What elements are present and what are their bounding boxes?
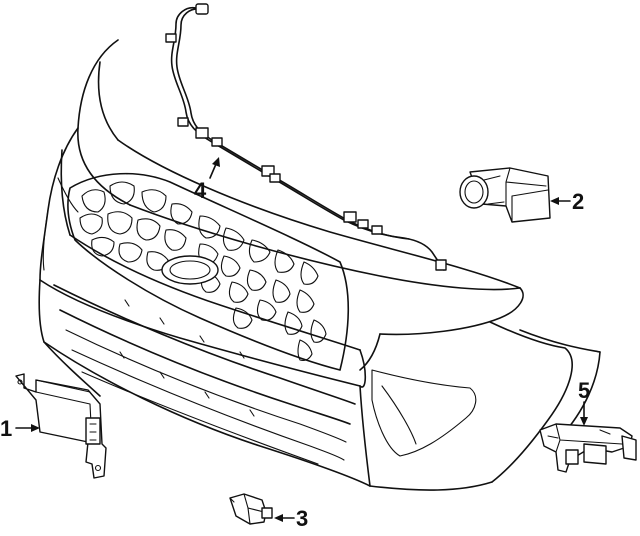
leader-arrow-2 [550,197,559,205]
leader-arrow-4 [212,157,220,167]
switch-drawing [229,493,273,525]
callout-1: 1 [0,416,40,441]
callout-5: 5 [578,378,590,426]
callout-label-5: 5 [578,378,590,403]
radar-sensor-drawing [539,423,637,473]
callout-label-2: 2 [572,189,584,214]
callout-4: 4 [194,157,220,203]
leader-line-4 [209,163,217,179]
wiring-harness-drawing [165,3,447,271]
leader-arrow-3 [274,514,283,522]
callout-label-1: 1 [0,416,12,441]
leader-arrow-1 [31,424,40,432]
callout-2: 2 [550,189,584,214]
upper-grille-drawing [67,172,350,371]
control-module-drawing [15,373,107,479]
front-bumper-drawing [38,39,601,491]
callout-label-4: 4 [194,178,207,203]
callout-label-3: 3 [296,506,308,531]
leader-arrow-5 [580,417,588,426]
callout-3: 3 [274,506,308,531]
parking-sensor-drawing [459,167,551,223]
